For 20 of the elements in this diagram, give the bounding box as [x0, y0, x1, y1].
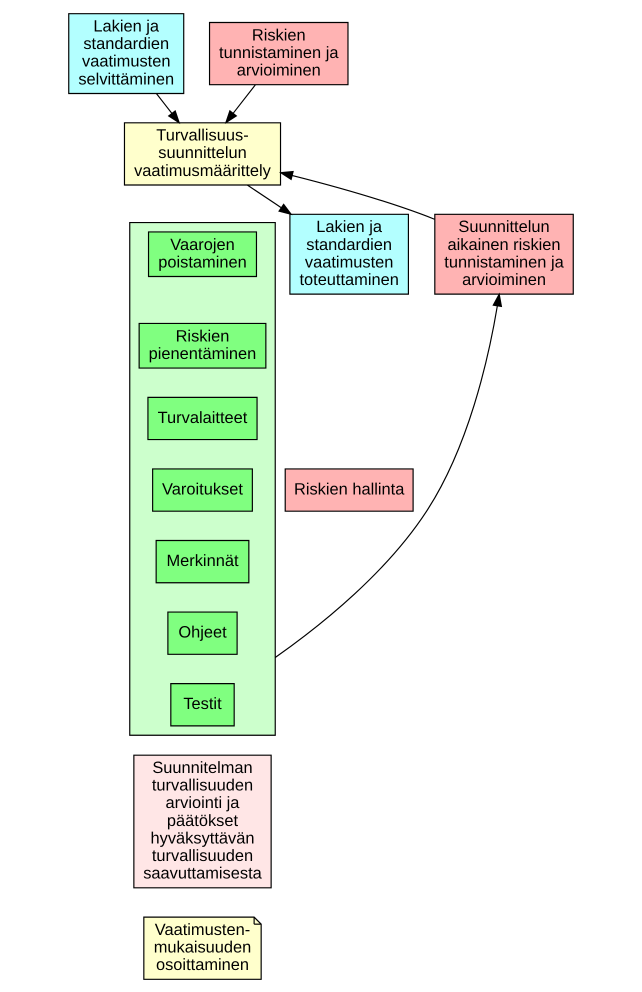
node-box: Riskien hallinta [284, 468, 414, 512]
node-box: Turvallisuus- suunnittelun vaatimusmäärittely [124, 122, 282, 186]
node-box: Suunnittelun aikainen riskien tunnistaminen ja arvioiminen [434, 213, 574, 294]
arrow [224, 84, 256, 124]
node-box: Lakien ja standardien vaatimusten selvittäminen [68, 12, 184, 94]
node-box: Riskien tunnistaminen ja arvioiminen [208, 21, 349, 85]
arrow [278, 170, 435, 220]
node-box: Lakien ja standardien vaatimusten toteuttaminen [289, 213, 409, 294]
arrow [246, 184, 293, 215]
node-box: Suunnitelman turvallisuuden arviointi ja päätökset hyväksyttävän turvallisuuden saavuttamisesta [133, 754, 272, 888]
node-box: Riskien pienentäminen [138, 322, 266, 368]
node-box: Turvalaitteet [147, 396, 258, 440]
node-box: Merkinnät [156, 539, 250, 583]
arrow [156, 92, 180, 124]
node-box: Varoitukset [152, 468, 253, 512]
cluster [129, 221, 276, 736]
node-box: Testit [170, 682, 235, 726]
node-box: Ohjeet [167, 610, 238, 654]
node-box: Vaarojen poistaminen [148, 230, 258, 277]
arrow [274, 292, 502, 658]
